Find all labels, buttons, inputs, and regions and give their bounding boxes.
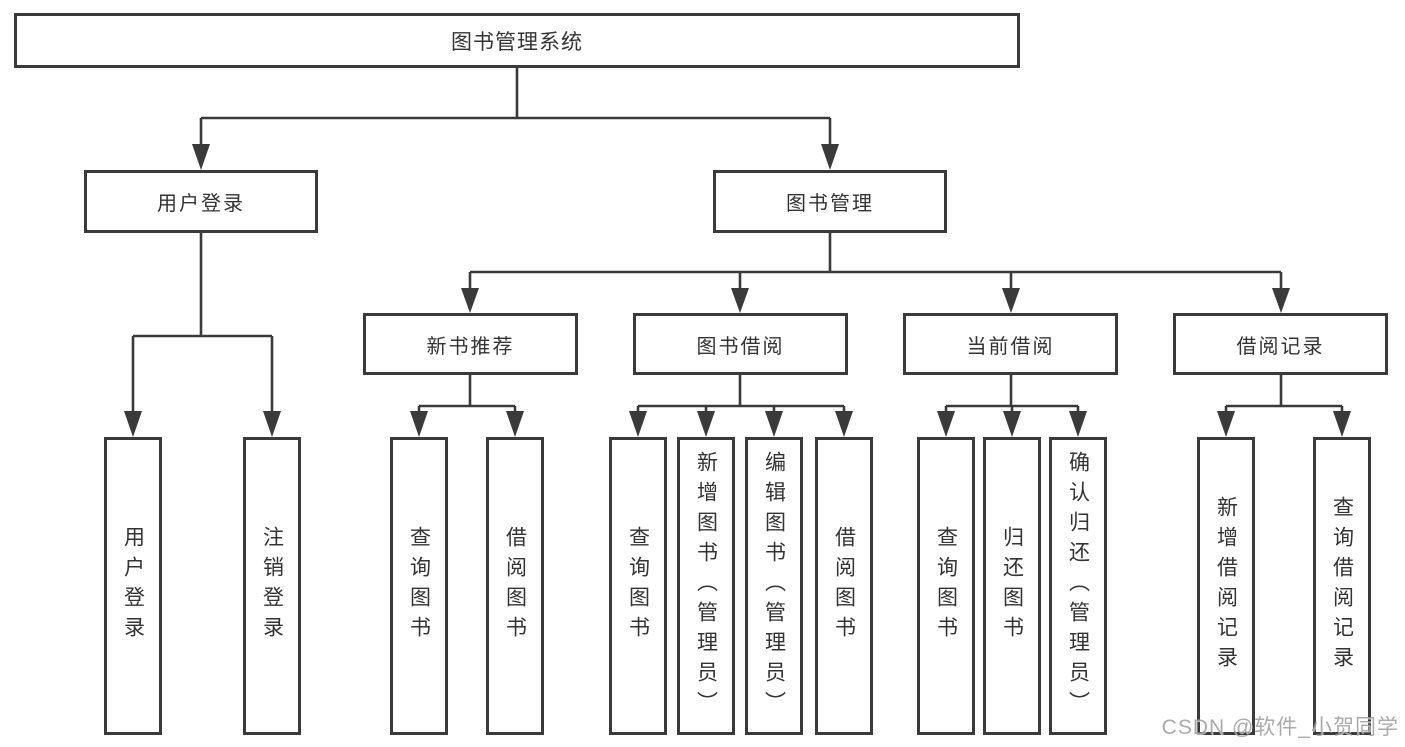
connector-root-to-level2 [199, 68, 832, 150]
node-new-book-recommend: 新书推荐 [363, 313, 578, 375]
node-user-login-group: 用户登录 [84, 170, 318, 233]
node-leaf-query-books-current: 查询图书 [917, 437, 975, 735]
connector-newbook-to-leaves [417, 375, 517, 418]
leaf-label: 新增借阅记录 [1214, 496, 1238, 676]
leaf-label: 编辑图书（管理员） [762, 451, 786, 721]
node-leaf-borrow-books: 借阅图书 [815, 437, 873, 735]
node-leaf-add-borrow-record: 新增借阅记录 [1197, 437, 1255, 735]
node-root-system: 图书管理系统 [14, 13, 1020, 68]
node-leaf-query-books-borrowing: 查询图书 [609, 437, 667, 735]
node-book-borrowing: 图书借阅 [633, 313, 848, 375]
node-leaf-user-login: 用户登录 [104, 437, 162, 735]
leaf-label: 归还图书 [1000, 526, 1024, 646]
watermark: CSDN @软件_小贺同学 [1161, 716, 1399, 739]
leaf-label: 查询图书 [934, 526, 958, 646]
node-leaf-edit-books-admin: 编辑图书（管理员） [745, 437, 803, 735]
leaf-label: 注销登录 [260, 526, 284, 646]
connector-record-to-leaves [1224, 375, 1344, 418]
node-leaf-return-books: 归还图书 [983, 437, 1041, 735]
node-leaf-add-books-admin: 新增图书（管理员） [677, 437, 735, 735]
leaf-label: 用户登录 [121, 526, 145, 646]
node-leaf-query-borrow-record: 查询借阅记录 [1313, 437, 1371, 735]
node-leaf-query-books-recommend: 查询图书 [390, 437, 448, 735]
connector-userlogin-to-leaves [131, 233, 274, 418]
node-book-management: 图书管理 [713, 170, 947, 233]
node-borrowing-records: 借阅记录 [1173, 313, 1388, 375]
connector-bookmgmt-to-level3 [468, 233, 1283, 294]
node-current-borrowing: 当前借阅 [903, 313, 1118, 375]
arrowheads [124, 144, 1351, 437]
node-leaf-borrow-books-recommend: 借阅图书 [486, 437, 544, 735]
leaf-label: 查询借阅记录 [1330, 496, 1354, 676]
connector-borrow-to-leaves [636, 375, 846, 418]
leaf-label: 新增图书（管理员） [694, 451, 718, 721]
node-leaf-confirm-return-admin: 确认归还（管理员） [1049, 437, 1107, 735]
leaf-label: 借阅图书 [503, 526, 527, 646]
leaf-label: 借阅图书 [832, 526, 856, 646]
leaf-label: 查询图书 [407, 526, 431, 646]
leaf-label: 查询图书 [626, 526, 650, 646]
leaf-label: 确认归还（管理员） [1066, 451, 1090, 721]
node-leaf-logout: 注销登录 [243, 437, 301, 735]
